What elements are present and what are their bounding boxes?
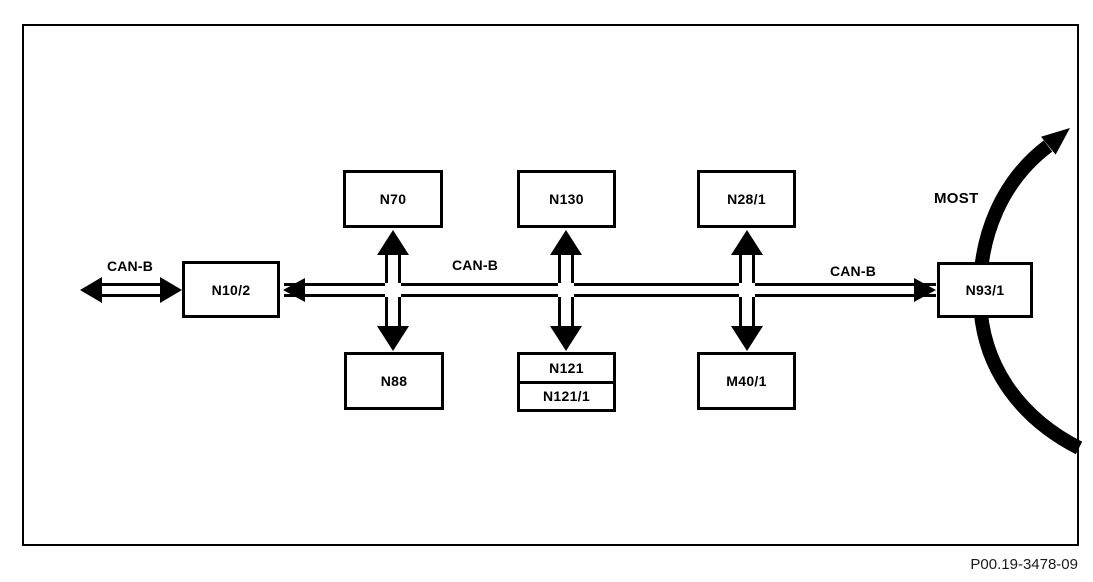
node-n121-1: N121/1 xyxy=(520,380,613,410)
up-arrowhead-icon xyxy=(731,230,763,255)
node-n121: N121 xyxy=(520,355,613,381)
can-b-bus-line xyxy=(283,278,936,302)
node-m40-1: M40/1 xyxy=(697,352,796,410)
branch-connector-n70-n88 xyxy=(377,230,409,351)
node-n28-1-label: N28/1 xyxy=(727,191,766,207)
node-n93-1-label: N93/1 xyxy=(965,282,1005,298)
node-n121-label: N121 xyxy=(549,359,584,376)
branch-connector-n130-n121 xyxy=(550,230,582,351)
node-n10-2: N10/2 xyxy=(182,261,280,318)
node-n28-1: N28/1 xyxy=(697,170,796,228)
bus-arrowhead-into-n93-1-icon xyxy=(914,278,936,302)
node-n130: N130 xyxy=(517,170,616,228)
node-n10-2-label: N10/2 xyxy=(211,281,251,298)
most-arrowhead-icon xyxy=(1041,128,1070,155)
down-arrowhead-icon xyxy=(731,326,763,351)
bus-arrowhead-into-n10-2-icon xyxy=(283,278,305,302)
can-b-label-middle: CAN-B xyxy=(451,257,499,273)
up-arrowhead-icon xyxy=(550,230,582,255)
left-arrowhead-icon xyxy=(80,277,102,303)
node-n93-1: N93/1 xyxy=(937,262,1033,318)
node-n121-group: N121 N121/1 xyxy=(517,352,616,412)
figure-number-caption: P00.19-3478-09 xyxy=(970,556,1078,573)
branch-connector-n28-1-m40-1 xyxy=(731,230,763,351)
diagram-frame xyxy=(22,24,1079,546)
node-n88: N88 xyxy=(344,352,444,410)
node-n88-label: N88 xyxy=(380,373,408,389)
node-n130-label: N130 xyxy=(549,191,584,207)
can-b-stub-arrow-left xyxy=(80,277,182,303)
can-b-label-right: CAN-B xyxy=(829,263,877,279)
down-arrowhead-icon xyxy=(377,326,409,351)
can-b-label-left: CAN-B xyxy=(106,258,154,274)
up-arrowhead-icon xyxy=(377,230,409,255)
node-n121-1-label: N121/1 xyxy=(543,388,590,405)
node-m40-1-label: M40/1 xyxy=(726,373,767,389)
node-n70: N70 xyxy=(343,170,443,228)
node-n70-label: N70 xyxy=(379,191,407,207)
right-arrowhead-icon xyxy=(160,277,182,303)
most-label: MOST xyxy=(934,190,979,207)
down-arrowhead-icon xyxy=(550,326,582,351)
